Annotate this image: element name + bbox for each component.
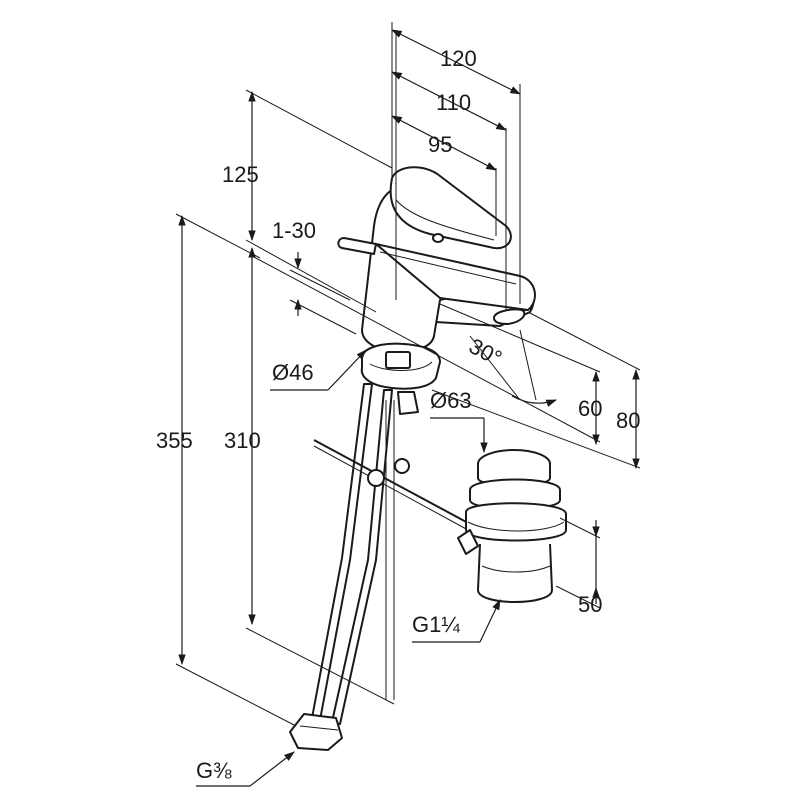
faucet-body [337,30,536,353]
dim-95-label: 95 [428,132,452,157]
dim-1-30-label: 1-30 [272,218,316,243]
dim-355-label: 355 [156,428,193,453]
dim-g38-label: G⅜ [196,758,232,783]
dim-50-label: 50 [578,592,602,617]
dim-125-label: 125 [222,162,259,187]
pop-up-waste [457,449,567,603]
dimensions: 120 110 95 125 1-30 Ø46 30° 60 [156,22,640,787]
dim-dia46-label: Ø46 [272,360,314,385]
dim-dia63-label: Ø63 [430,388,472,413]
dim-30deg-label: 30° [465,333,506,371]
dim-80-label: 80 [616,408,640,433]
dim-110-label: 110 [436,90,471,115]
dim-120-label: 120 [440,46,477,71]
dim-g114-label: G1¼ [412,612,460,637]
dim-60-label: 60 [578,396,602,421]
pop-up-linkage [313,400,471,700]
dim-310-label: 310 [224,428,261,453]
mounting-base [360,342,441,415]
